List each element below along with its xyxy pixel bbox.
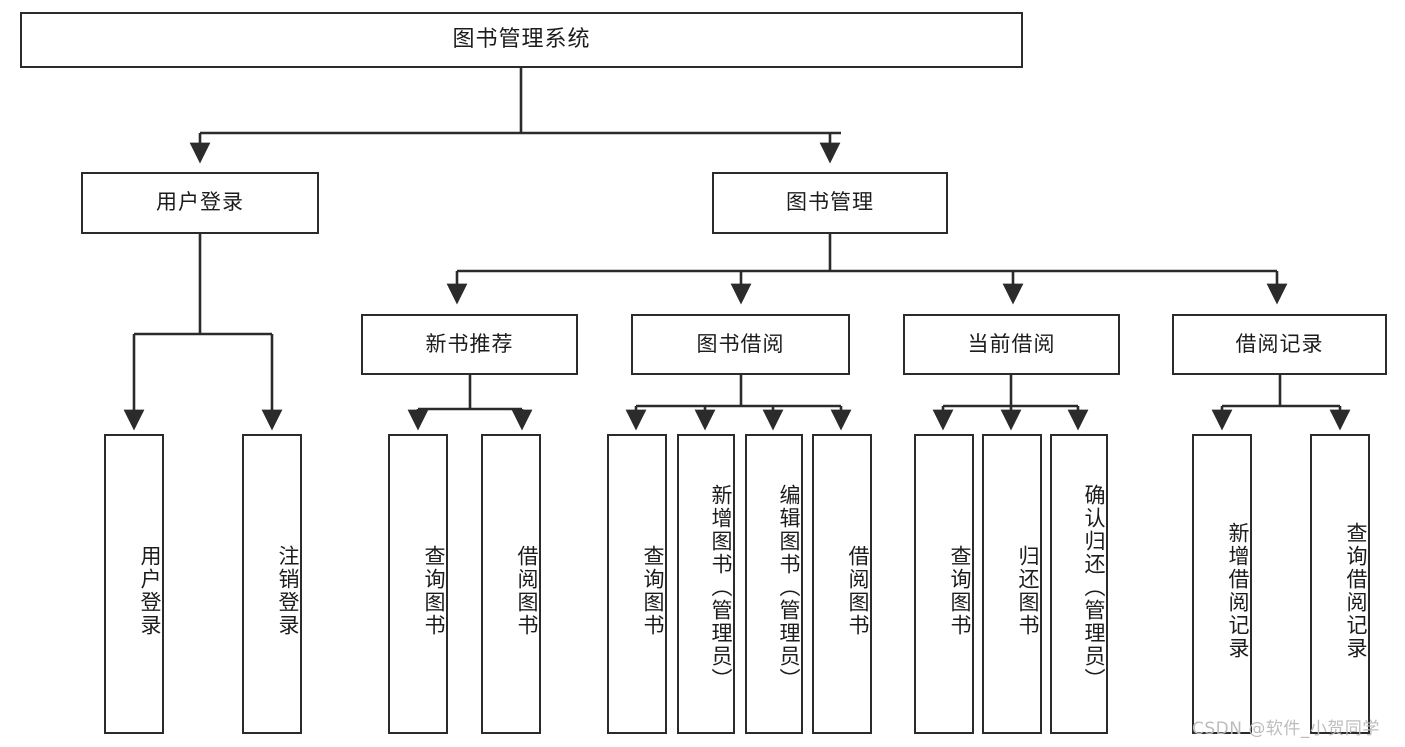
leaf-add-book-admin[interactable]: 新增图书（管理员） <box>677 434 735 734</box>
leaf-query-borrow-record[interactable]: 查询借阅记录 <box>1310 434 1370 734</box>
node-borrow-record[interactable]: 借阅记录 <box>1172 314 1387 375</box>
leaf-query-book-current[interactable]: 查询图书 <box>914 434 974 734</box>
node-current-borrow[interactable]: 当前借阅 <box>903 314 1120 375</box>
leaf-edit-book-admin[interactable]: 编辑图书（管理员） <box>745 434 803 734</box>
node-root-system[interactable]: 图书管理系统 <box>20 12 1023 68</box>
leaf-query-book-borrow[interactable]: 查询图书 <box>607 434 667 734</box>
leaf-borrow-book[interactable]: 借阅图书 <box>812 434 872 734</box>
leaf-add-borrow-record[interactable]: 新增借阅记录 <box>1192 434 1252 734</box>
leaf-user-login[interactable]: 用户登录 <box>104 434 164 734</box>
node-book-borrow[interactable]: 图书借阅 <box>631 314 850 375</box>
leaf-user-logout[interactable]: 注销登录 <box>242 434 302 734</box>
leaf-confirm-return-admin[interactable]: 确认归还（管理员） <box>1050 434 1108 734</box>
leaf-borrow-book-recommend[interactable]: 借阅图书 <box>481 434 541 734</box>
leaf-return-book[interactable]: 归还图书 <box>982 434 1042 734</box>
node-user-login[interactable]: 用户登录 <box>81 172 319 234</box>
csdn-watermark: CSDN @软件_小贺同学 <box>1192 719 1380 739</box>
node-new-book-recommend[interactable]: 新书推荐 <box>361 314 578 375</box>
node-book-management[interactable]: 图书管理 <box>712 172 948 234</box>
leaf-query-book-recommend[interactable]: 查询图书 <box>388 434 448 734</box>
